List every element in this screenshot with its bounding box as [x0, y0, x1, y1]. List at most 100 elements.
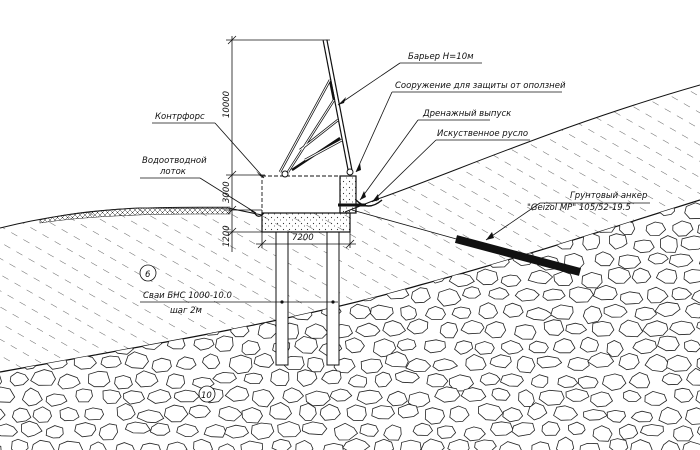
rock-fragment: [73, 355, 97, 370]
rock-fragment: [460, 319, 485, 335]
rock-fragment: [499, 373, 524, 387]
rock-fragment: [370, 304, 394, 320]
rock-fragment: [681, 441, 700, 450]
rock-fragment: [121, 186, 144, 199]
rock-fragment: [214, 335, 234, 352]
label-channel: Искуственное русло: [437, 129, 528, 139]
rock-fragment: [673, 425, 694, 442]
rock-fragment: [188, 404, 211, 419]
rock-fragment: [525, 307, 554, 321]
rock-fragment: [567, 421, 586, 436]
rock-fragment: [474, 341, 495, 355]
arrow-anchor: [486, 232, 494, 240]
rock-fragment: [296, 369, 318, 387]
rock-fragment: [645, 221, 667, 236]
rock-fragment: [224, 385, 250, 402]
rock-fragment: [630, 439, 653, 450]
rock-fragment: [609, 233, 628, 250]
rock-fragment: [565, 322, 588, 335]
rock-fragment: [321, 369, 342, 385]
barrier-base-node: [281, 170, 289, 178]
rock-fragment: [463, 426, 486, 442]
rock-fragment: [396, 338, 417, 351]
rock-fragment: [685, 407, 700, 425]
rock-fragment: [449, 405, 470, 423]
rock-fragment: [344, 337, 365, 354]
rock-fragment: [579, 442, 601, 450]
rock-fragment: [73, 184, 91, 197]
rock-fragment: [224, 424, 250, 439]
counterfort-body: [261, 175, 341, 214]
barrier-truss-inner: [279, 79, 343, 173]
rock-fragment: [553, 270, 574, 287]
dim-counterfort-height: 3000: [222, 181, 232, 203]
rock-fragment: [460, 387, 487, 402]
rock-fragment: [424, 305, 446, 320]
rock-fragment: [400, 305, 417, 321]
rock-fragment: [634, 306, 658, 321]
rock-fragment: [11, 438, 29, 450]
rock-fragment: [696, 355, 700, 371]
rock-fragment: [488, 287, 510, 300]
rock-fragment: [192, 377, 215, 389]
rock-fragment: [9, 371, 30, 387]
dimension-lines: [226, 35, 356, 252]
rock-fragment: [518, 389, 535, 408]
rock-fragment: [257, 321, 279, 339]
rock-fragment: [448, 273, 475, 288]
rock-fragment: [514, 287, 540, 302]
rock-fragment: [359, 423, 379, 437]
rock-fragment: [511, 422, 536, 437]
rock-fragment: [294, 335, 318, 354]
pile-right: [326, 231, 340, 366]
rock-fragment: [426, 373, 449, 388]
rock-fragment: [644, 353, 671, 373]
rock-fragment: [75, 388, 93, 403]
rock-fragment: [674, 387, 694, 403]
rock-fragment: [451, 306, 472, 319]
rock-fragment: [271, 438, 292, 450]
rock-fragment: [124, 421, 151, 434]
rock-fragment: [241, 407, 263, 424]
rock-fragment: [541, 421, 561, 436]
rock-fragment: [406, 318, 429, 335]
rock-fragment: [498, 441, 523, 450]
rock-fragment: [489, 354, 512, 369]
label-anchor-line1: Грунтовый анкер: [570, 191, 647, 201]
rock-fragment: [397, 403, 419, 419]
rock-fragment: [319, 403, 341, 421]
rock-fragment: [0, 423, 19, 437]
rock-fragment: [557, 375, 579, 388]
rock-fragment: [696, 319, 700, 332]
rock-fragment: [386, 390, 408, 407]
rock-fragment: [382, 320, 407, 337]
rock-fragment: [175, 356, 197, 370]
rock-fragment: [658, 406, 683, 425]
rock-fragment: [333, 422, 359, 441]
rock-fragment: [581, 271, 603, 289]
rock-fragment: [477, 403, 504, 421]
rock-fragment: [412, 422, 434, 436]
rock-fragment: [174, 185, 196, 197]
rock-fragment: [490, 421, 514, 436]
rock-fragment: [606, 340, 624, 358]
rock-fragment: [114, 375, 133, 390]
rock-fragment: [346, 404, 367, 421]
artificial-channel: [355, 199, 383, 207]
rock-fragment: [632, 338, 658, 355]
label-piles-line1: Сваи БНС 1000-10.0: [143, 291, 232, 301]
rock-fragment: [630, 410, 653, 423]
rock-fragment: [479, 372, 501, 386]
fill-embankment: [39, 206, 231, 224]
rock-fragment: [166, 441, 188, 450]
rock-fragment: [642, 320, 669, 337]
rock-fragment: [439, 321, 459, 339]
rock-fragment: [0, 187, 14, 199]
rock-fragment: [593, 284, 618, 301]
rock-fragment: [695, 388, 700, 405]
rock-fragment: [582, 305, 603, 325]
rock-fragment: [305, 390, 331, 407]
rock-fragment: [87, 370, 111, 388]
rock-fragment: [592, 425, 613, 442]
